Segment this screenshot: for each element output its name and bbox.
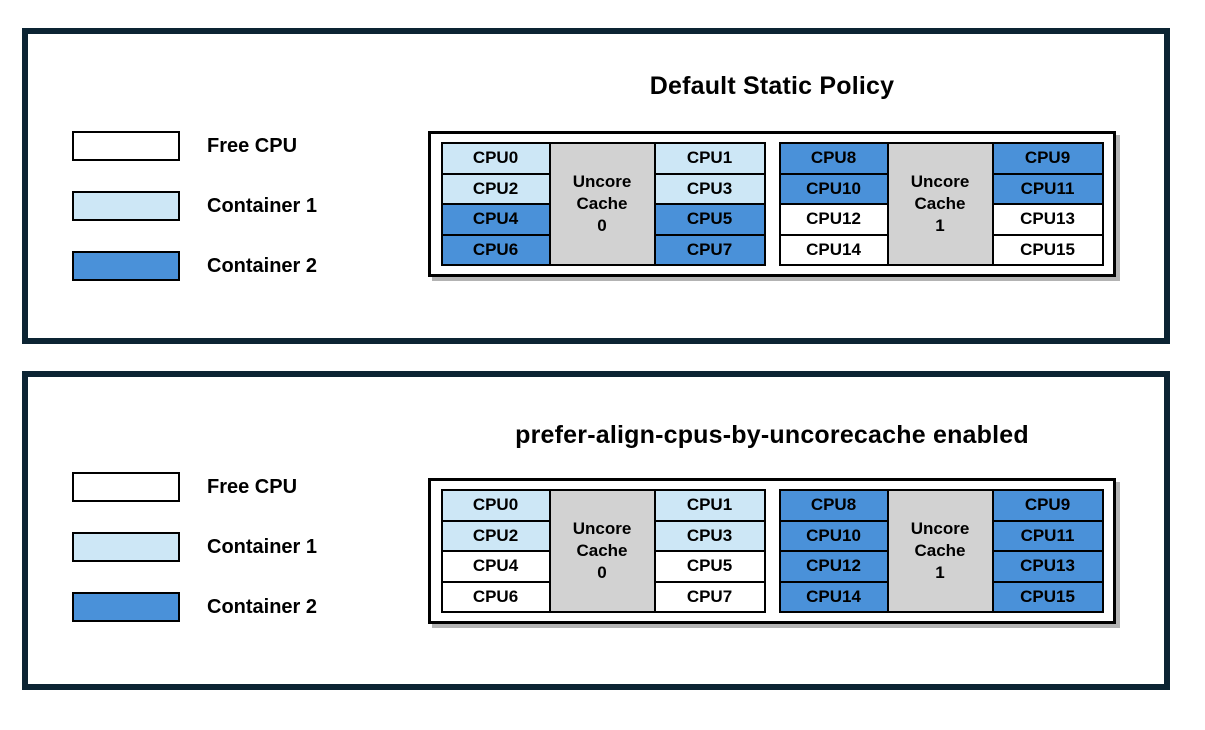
legend-label: Container 1 — [207, 194, 318, 217]
cpu-cell-cpu3: CPU3 — [655, 172, 766, 203]
legend-item-free: Free CPU — [72, 131, 317, 161]
cpu-cell-cpu2: CPU2 — [440, 172, 551, 203]
cpu-cell-cpu7: CPU7 — [655, 233, 766, 266]
default-static-policy-panel: Default Static Policy Free CPU Container … — [22, 28, 1170, 344]
cpu-cell-cpu12: CPU12 — [778, 203, 889, 234]
cpu-cell-cpu2: CPU2 — [440, 519, 551, 550]
legend-label: Container 1 — [207, 535, 318, 558]
panel-title: Default Static Policy — [649, 72, 895, 100]
cpu-cell-cpu15: CPU15 — [993, 233, 1104, 266]
legend-item-container1: Container 1 — [72, 532, 317, 562]
cpu-cell-cpu5: CPU5 — [655, 550, 766, 581]
legend-swatch-container2 — [72, 251, 180, 281]
cpu-cell-cpu4: CPU4 — [440, 203, 551, 234]
cpu-cell-cpu8: CPU8 — [778, 142, 889, 173]
prefer-align-uncorecache-panel: prefer-align-cpus-by-uncorecache enabled… — [22, 371, 1170, 690]
legend-swatch-free — [72, 472, 180, 502]
cpu-cell-cpu0: CPU0 — [440, 142, 551, 173]
cpu-cell-cpu0: CPU0 — [440, 489, 551, 520]
legend-swatch-container2 — [72, 592, 180, 622]
cache-label-line: Uncore — [910, 518, 970, 538]
cpu-cell-cpu12: CPU12 — [778, 550, 889, 581]
cache-label-line: Uncore — [572, 171, 632, 191]
cpu-cell-cpu4: CPU4 — [440, 550, 551, 581]
cpu-cell-cpu6: CPU6 — [440, 580, 551, 613]
legend-label: Free CPU — [207, 475, 298, 498]
legend-label: Container 2 — [207, 254, 318, 277]
cpu-cell-cpu14: CPU14 — [778, 580, 889, 613]
cpu-cell-cpu13: CPU13 — [993, 203, 1104, 234]
cpu-cell-cpu13: CPU13 — [993, 550, 1104, 581]
cpu-cell-cpu9: CPU9 — [993, 142, 1104, 173]
legend: Free CPU Container 1 Container 2 — [72, 131, 317, 311]
legend-label: Free CPU — [207, 134, 298, 157]
cpu-cell-cpu14: CPU14 — [778, 233, 889, 266]
cache-label-line: 1 — [935, 216, 945, 236]
legend-item-container1: Container 1 — [72, 191, 317, 221]
cpu-cell-cpu6: CPU6 — [440, 233, 551, 266]
legend-label: Container 2 — [207, 595, 318, 618]
cpu-cell-cpu10: CPU10 — [778, 519, 889, 550]
cpu-cell-cpu11: CPU11 — [993, 519, 1104, 550]
cache-label-line: 0 — [597, 216, 607, 236]
legend-swatch-container1 — [72, 532, 180, 562]
legend-item-container2: Container 2 — [72, 251, 317, 281]
legend: Free CPU Container 1 Container 2 — [72, 472, 317, 652]
cpu-cell-cpu1: CPU1 — [655, 142, 766, 173]
cpu-cell-cpu5: CPU5 — [655, 203, 766, 234]
legend-item-container2: Container 2 — [72, 592, 317, 622]
cache-label-line: Cache — [914, 193, 966, 213]
cpu-cell-cpu1: CPU1 — [655, 489, 766, 520]
cpu-cell-cpu15: CPU15 — [993, 580, 1104, 613]
cache-label-line: Cache — [576, 540, 628, 560]
cache-label-line: Cache — [914, 540, 966, 560]
cpu-cell-cpu8: CPU8 — [778, 489, 889, 520]
cache-label-line: Cache — [576, 193, 628, 213]
legend-item-free: Free CPU — [72, 472, 317, 502]
cpu-cell-cpu7: CPU7 — [655, 580, 766, 613]
cache-label-line: Uncore — [572, 518, 632, 538]
panel-title: prefer-align-cpus-by-uncorecache enabled — [515, 421, 1029, 449]
cpu-cell-cpu11: CPU11 — [993, 172, 1104, 203]
cpu-cell-cpu9: CPU9 — [993, 489, 1104, 520]
legend-swatch-free — [72, 131, 180, 161]
cache-label-line: Uncore — [910, 171, 970, 191]
cpu-cell-cpu10: CPU10 — [778, 172, 889, 203]
cache-label-line: 0 — [597, 563, 607, 583]
cpu-cell-cpu3: CPU3 — [655, 519, 766, 550]
cache-label-line: 1 — [935, 563, 945, 583]
legend-swatch-container1 — [72, 191, 180, 221]
